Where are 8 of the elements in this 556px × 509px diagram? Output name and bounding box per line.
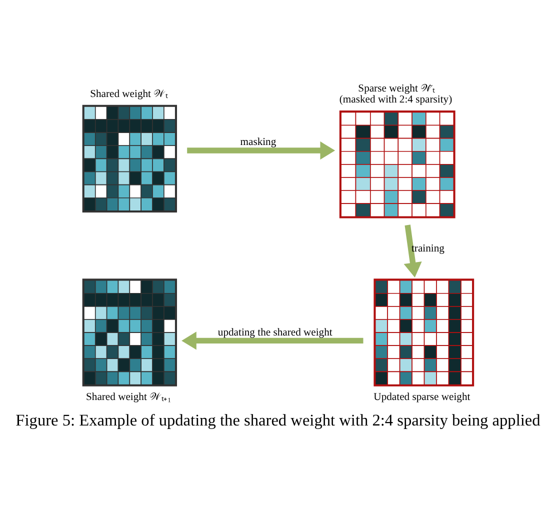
node-label: (masked with 2:4 sparsity) — [339, 94, 452, 106]
node-label: Shared weight 𝒲ₜ — [90, 88, 168, 100]
edge-label: masking — [240, 136, 276, 148]
node-label: Sparse weight 𝒲̃ₜ — [358, 82, 435, 94]
caption: Figure 5: Example of updating the shared weight with 2:4 sparsity being applied — [16, 410, 540, 430]
node-label: Updated sparse weight — [374, 391, 470, 402]
edge-label: updating the shared weight — [218, 326, 332, 338]
node-label: Shared weight 𝒲ₜ₊₁ — [86, 391, 172, 402]
